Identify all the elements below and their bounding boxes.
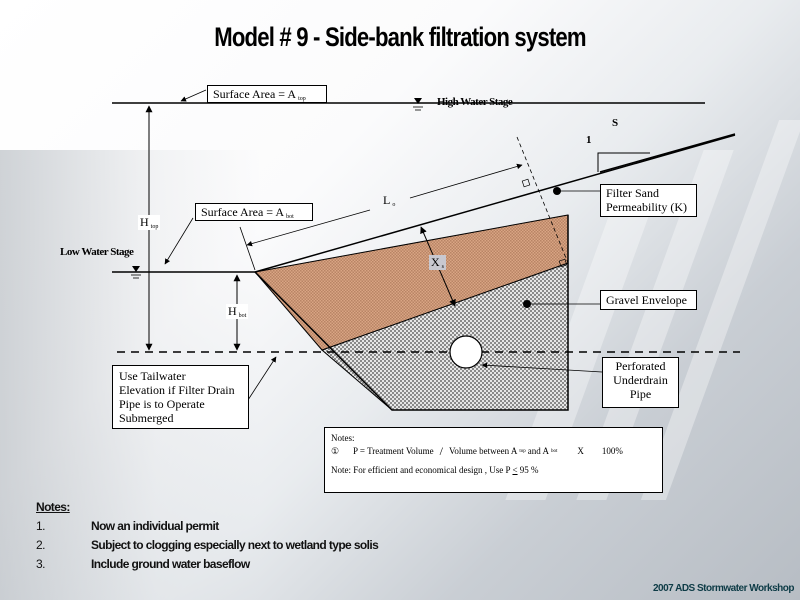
high-water-stage-label: High Water Stage (437, 96, 513, 108)
gravel-envelope-label: Gravel Envelope (600, 290, 697, 310)
filter-sand-line-2: Permeability (K) (606, 200, 687, 214)
h-bot-text: H (228, 304, 237, 318)
low-water-symbol (131, 266, 141, 279)
leader-underdrain (481, 362, 603, 373)
high-water-symbol (413, 98, 423, 111)
lo-sub: o (392, 202, 396, 208)
lo-extension-left (239, 226, 256, 271)
lo-dimension-right (409, 163, 523, 199)
low-water-stage-label: Low Water Stage (60, 246, 134, 258)
tailwater-line-2: Elevation if Filter Drain (119, 383, 235, 397)
slope-s-label: S (612, 117, 619, 129)
slope-indicator (597, 152, 650, 172)
note-number: 2. (36, 538, 45, 552)
design-note-text: Note: For efficient and economical desig… (331, 465, 511, 475)
tailwater-line-3: Pipe is to Operate (119, 397, 205, 411)
formula-between: Volume between A (449, 446, 518, 456)
h-top-sub: top (150, 224, 159, 230)
right-angle-mark (558, 258, 568, 268)
filter-sand-label: Filter Sand Permeability (K) (600, 184, 697, 217)
xs-text: X (431, 255, 440, 269)
lo-text: L (383, 193, 391, 207)
h-bot-sub: bot (238, 313, 247, 319)
formula-slash: / (439, 444, 444, 458)
slope-1-label: 1 (586, 134, 592, 146)
formula-and: and A (527, 446, 549, 456)
note-text: Subject to clogging especially next to w… (91, 538, 379, 552)
surface-area-top-text: Surface Area = A (213, 87, 297, 101)
notes-section: Notes: 1. Now an individual permit 2. Su… (36, 500, 379, 574)
page-title: Model # 9 - Side-bank filtration system (214, 22, 586, 52)
formula-pct: 100% (601, 446, 623, 456)
surface-area-bot-sub: bot (286, 214, 294, 220)
lo-extension-right (516, 136, 569, 264)
note-text: Now an individual permit (91, 519, 219, 533)
footer-workshop: 2007 ADS Stormwater Workshop (652, 583, 795, 594)
formula-notes-heading: Notes: (331, 433, 355, 443)
underdrain-line-2: Underdrain (613, 373, 668, 387)
formula-line: ① P = Treatment Volume / Volume between … (331, 445, 656, 458)
xs-sub: s (441, 264, 445, 270)
bank-slope-line (254, 134, 736, 273)
note-number: 3. (36, 557, 45, 571)
note-item: 3. Include ground water baseflow (36, 555, 378, 574)
trench-outline (254, 215, 569, 411)
note-number: 1. (36, 519, 45, 533)
formula-x: X (577, 446, 584, 456)
underdrain-label: Perforated Underdrain Pipe (602, 357, 679, 408)
formula-sub-top: top (519, 449, 526, 454)
note-text: Include ground water baseflow (91, 557, 250, 571)
underdrain-pipe (449, 335, 483, 369)
design-note-value: 95 % (519, 465, 539, 475)
tailwater-line-1: Use Tailwater (119, 369, 186, 383)
h-top-text: H (140, 215, 149, 229)
note-item: 2. Subject to clogging especially next t… (36, 536, 379, 555)
tailwater-label: Use Tailwater Elevation if Filter Drain … (112, 365, 249, 429)
surface-area-top-sub: top (298, 96, 306, 102)
underdrain-line-1: Perforated (615, 359, 666, 373)
filter-sand-line-1: Filter Sand (606, 186, 659, 200)
formula-notes-box: Notes: ① P = Treatment Volume / Volume b… (324, 427, 663, 493)
bank-slope-upper (599, 133, 736, 173)
tailwater-line-4: Submerged (119, 411, 174, 425)
underdrain-line-3: Pipe (629, 387, 652, 401)
formula-sub-bot: bot (550, 449, 558, 454)
design-note-line: Note: For efficient and economical desig… (331, 464, 656, 477)
surface-area-bot-text: Surface Area = A (201, 205, 285, 219)
design-note-op: < (512, 465, 518, 475)
leader-tailwater (247, 356, 277, 401)
note-item: 1. Now an individual permit (36, 517, 378, 536)
right-angle-mark (521, 178, 531, 188)
leader-surface-bot (164, 217, 194, 265)
leader-surface-top (180, 89, 207, 102)
lo-dimension-left (246, 209, 371, 247)
notes-heading: Notes: (36, 500, 70, 514)
formula-marker: ① (331, 446, 340, 456)
formula-p: P = Treatment Volume (353, 446, 434, 456)
